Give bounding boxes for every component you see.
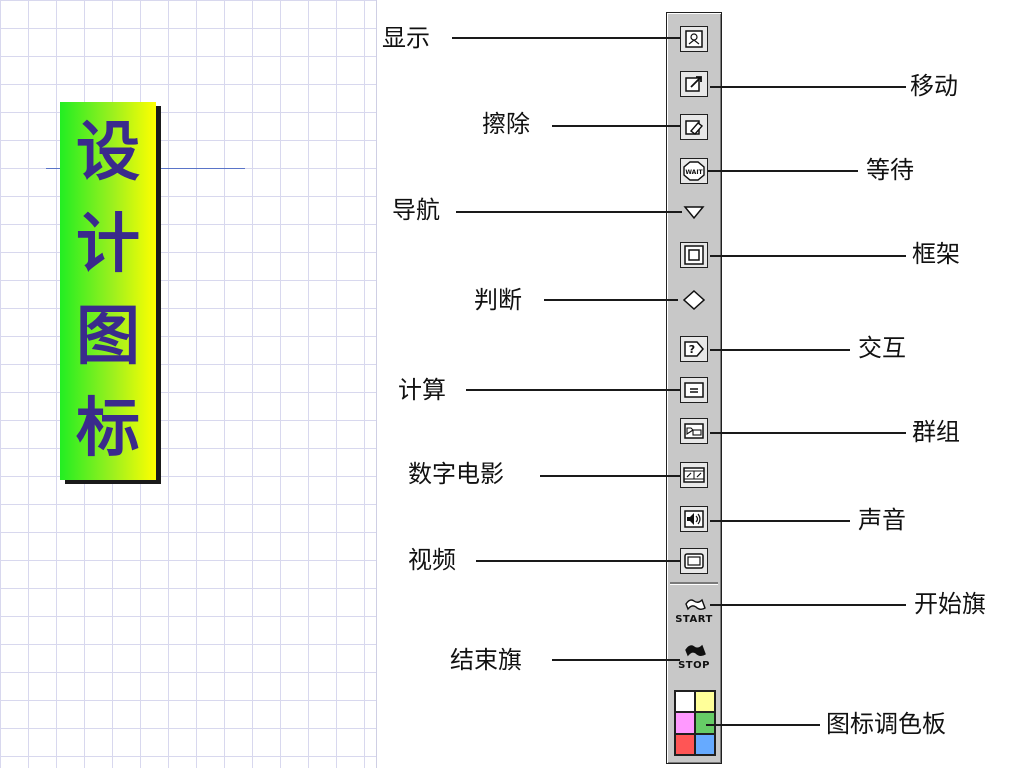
label-wait: 等待 [866,156,914,184]
line-map [710,432,906,434]
slide-title-box: 设计图标 [60,102,156,480]
line-digital-movie [540,475,680,477]
wait-icon-text: WAIT [685,169,703,176]
calculation-icon-button[interactable] [680,377,708,403]
navigate-icon [683,206,705,220]
interaction-icon: ? [684,341,704,357]
label-interaction: 交互 [858,334,906,362]
label-erase: 擦除 [482,110,530,138]
label-calculation: 计算 [398,376,446,404]
framework-icon [684,245,704,265]
video-icon [684,553,704,569]
wait-icon-button[interactable]: WAIT [680,158,708,184]
line-navigate [456,211,682,213]
line-calculation [466,389,680,391]
slide-title: 设计图标 [76,116,140,466]
erase-icon-button[interactable] [680,114,708,140]
line-color-palette [706,724,820,726]
erase-icon [685,120,704,135]
sound-icon [684,510,704,528]
calculation-icon [684,382,704,398]
stop-flag-icon [685,644,706,657]
title-connector-left [46,168,60,169]
svg-text:?: ? [689,343,695,356]
line-interaction [710,349,850,351]
line-start-flag [710,604,906,606]
video-icon-button[interactable] [680,548,708,574]
label-start-flag: 开始旗 [914,590,986,618]
label-sound: 声音 [858,506,906,534]
color-swatch-green[interactable] [695,712,715,734]
display-icon [685,30,703,48]
palette-divider [670,582,718,585]
framework-icon-button[interactable] [680,242,708,268]
label-display: 显示 [382,24,430,52]
color-swatch-yellow[interactable] [695,691,715,713]
color-swatch-white[interactable] [675,691,695,713]
decision-icon-button[interactable] [680,287,708,313]
line-video [476,560,680,562]
line-display [452,37,680,39]
label-video: 视频 [408,546,456,574]
color-swatch-red[interactable] [675,733,695,755]
digital-movie-icon [683,467,705,483]
line-framework [710,255,906,257]
line-erase [552,125,680,127]
sound-icon-button[interactable] [680,506,708,532]
motion-icon [685,76,702,92]
line-motion [710,86,906,88]
label-color-palette: 图标调色板 [826,710,946,738]
interaction-icon-button[interactable]: ? [680,336,708,362]
label-map: 群组 [912,418,960,446]
wait-icon: WAIT [683,161,705,181]
start-flag-button[interactable]: START [672,594,716,634]
stop-flag-button[interactable]: STOP [672,640,716,680]
icon-color-palette[interactable] [674,690,716,756]
start-flag-icon [685,598,706,611]
map-icon-button[interactable] [680,418,708,444]
map-icon [684,423,704,439]
label-navigate: 导航 [392,196,440,224]
color-swatch-blue[interactable] [695,733,715,755]
navigate-icon-button[interactable] [680,200,708,226]
start-flag-label: START [675,614,713,625]
decision-icon [683,290,705,310]
label-framework: 框架 [912,240,960,268]
line-stop-flag [552,659,680,661]
display-icon-button[interactable] [680,26,708,52]
label-stop-flag: 结束旗 [450,646,522,674]
color-swatch-pink[interactable] [675,712,695,734]
title-connector-right [161,168,245,169]
digital-movie-icon-button[interactable] [680,462,708,488]
stop-flag-label: STOP [678,660,710,671]
line-sound [710,520,850,522]
motion-icon-button[interactable] [680,71,708,97]
line-wait [708,170,858,172]
label-digital-movie: 数字电影 [408,460,504,488]
label-decision: 判断 [474,286,522,314]
line-decision [544,299,678,301]
label-motion: 移动 [910,72,958,100]
